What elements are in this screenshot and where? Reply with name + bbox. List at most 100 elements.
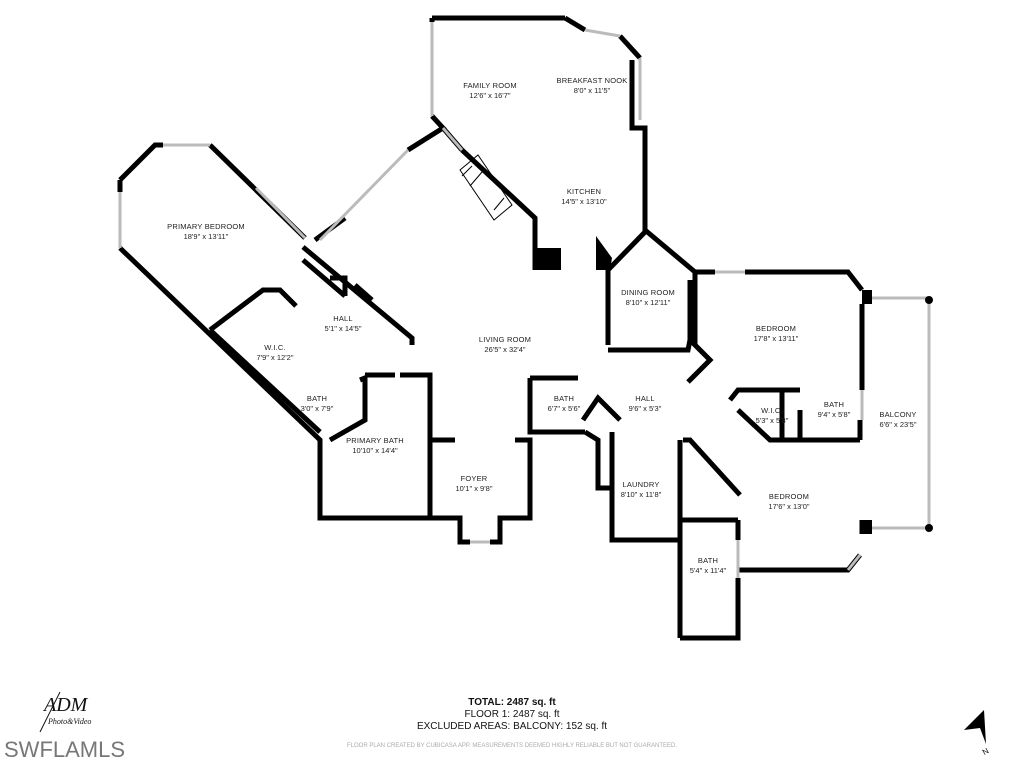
room-name: DINING ROOM [621,288,675,297]
balcony-post [862,520,872,534]
kitchen-counter-end [596,236,612,270]
window [318,148,410,242]
wall [745,269,864,292]
wall [208,287,298,332]
wall [460,148,538,270]
window [254,186,307,240]
room-dimensions: 9'6" x 5'3" [628,404,662,413]
room-dimensions: 17'8" x 13'11" [753,334,799,343]
room-name: BATH [306,394,328,403]
room-dimensions: 17'6" x 13'0" [768,502,810,511]
wall [118,246,470,545]
wall [490,437,533,545]
room-dimensions: 6'7" x 5'6" [547,404,581,413]
wall [580,394,622,422]
room-name: BALCONY [879,410,917,419]
room-dimensions: 9'4" x 5'8" [817,410,851,419]
window [872,296,931,530]
window [441,127,464,151]
wall [738,553,862,573]
room-dimensions: 5'3" x 5'8" [755,416,789,425]
room-dimensions: 8'10" x 12'11" [625,298,671,307]
room-name: HALL [635,394,655,403]
room-name: LIVING ROOM [478,335,532,344]
room-dimensions: 26'5" x 32'4" [484,345,526,354]
room-dimensions: 12'6" x 16'7" [469,91,511,100]
wall [330,275,348,296]
room-name: LAUNDRY [622,480,660,489]
floor-area: FLOOR 1: 2487 sq. ft [464,709,560,720]
room-dimensions: 3'0" x 7'9" [300,404,334,413]
room-name: PRIMARY BATH [346,436,404,445]
svg-text:ADM: ADM [42,694,89,716]
wall [400,372,433,518]
wall [583,429,612,491]
room-dimensions: 5'4" x 11'4" [689,566,727,575]
room-name: BREAKFAST NOOK [556,76,628,85]
wall [608,334,714,384]
window [584,28,621,38]
wall [680,578,741,641]
room-name: W.I.C. [264,343,286,352]
windows [118,22,931,578]
north-arrow-icon: N [964,710,991,757]
balcony-post [925,524,933,532]
wall [353,283,374,302]
room-name: W.I.C. [761,406,783,415]
room-label-wic-2: W.I.C.5'3" x 5'8" [756,406,789,426]
wall [606,60,648,272]
room-dimensions: 10'10" x 14'4" [352,446,398,455]
room-name: BEDROOM [755,324,797,333]
wall [406,114,447,153]
room-dimensions: 6'6" x 23'5" [879,420,917,429]
room-name: KITCHEN [566,187,602,196]
room-name: BATH [823,400,845,409]
window [846,554,862,571]
room-dimensions: 18'9" x 13'11" [183,232,229,241]
room-name: FOYER [460,474,488,483]
svg-text:Photo&Video: Photo&Video [47,717,91,726]
compass-label: N [981,746,991,757]
disclaimer: FLOOR PLAN CREATED BY CUBICASA APP. MEAS… [347,743,677,749]
room-name: PRIMARY BEDROOM [167,222,245,231]
total-area: TOTAL: 2487 sq. ft [468,697,556,708]
room-name: BATH [697,556,719,565]
room-name: BATH [553,394,575,403]
room-dimensions: 7'9" x 12'2" [256,353,294,362]
mls-logo: SWFLAMLS [4,737,126,762]
fireplace [459,154,513,221]
wall [118,142,163,182]
wall [643,228,697,274]
kitchen-column [537,248,561,270]
wall [683,437,742,497]
wall [609,432,680,543]
room-dimensions: 5'1" x 14'5" [324,324,362,333]
wall [563,15,587,33]
balcony-post [925,296,933,304]
room-name: BEDROOM [768,492,810,501]
room-dimensions: 10'1" x 9'8" [455,484,493,493]
room-dimensions: 8'10" x 11'8" [620,490,662,499]
room-dimensions: 8'0" x 11'5" [573,86,611,95]
wall [527,378,585,435]
wall [328,374,368,443]
excluded-area: EXCLUDED AREAS: BALCONY: 152 sq. ft [416,721,608,732]
room-dimensions: 14'5" x 13'10" [561,197,607,206]
wall [301,258,347,298]
